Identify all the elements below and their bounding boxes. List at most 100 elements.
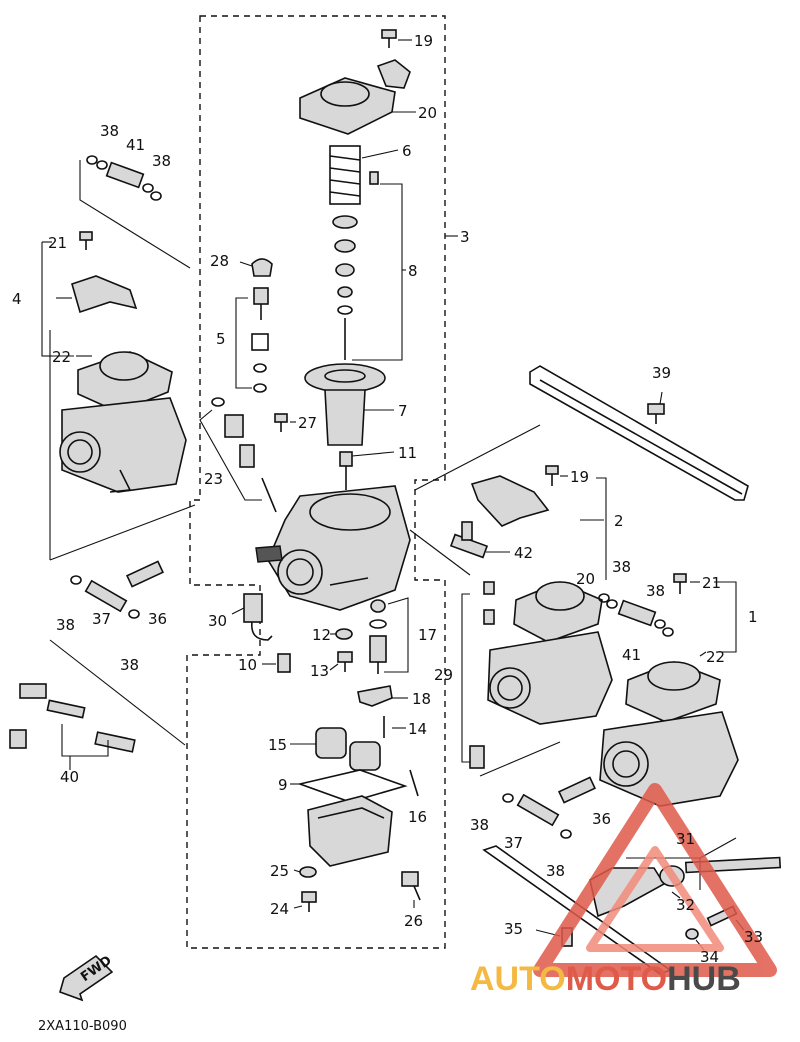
fitting-42 — [449, 521, 489, 559]
left-guide-line-2 — [49, 639, 186, 746]
gasket-9 — [297, 769, 408, 803]
callout-13: 13 — [310, 662, 329, 680]
callout-10: 10 — [238, 656, 257, 674]
callout-37-left: 37 — [92, 610, 111, 628]
carburetor-left — [41, 155, 191, 493]
right-guide-line-2 — [479, 741, 561, 777]
callout-6: 6 — [402, 142, 412, 160]
callout-38-left-b: 38 — [152, 152, 171, 170]
tubes-left — [70, 560, 165, 619]
callout-38-right-a: 38 — [612, 558, 631, 576]
float-15 — [315, 727, 381, 771]
callout-17: 17 — [418, 626, 437, 644]
throttle-shaft-40 — [9, 683, 136, 770]
bracket-line-29 — [461, 593, 476, 763]
callout-42: 42 — [514, 544, 533, 562]
callout-15: 15 — [268, 736, 287, 754]
callout-20-right: 20 — [576, 570, 595, 588]
watermark-moto: MOTO — [566, 960, 667, 998]
callout-30: 30 — [208, 612, 227, 630]
watermark-auto: AUTO — [470, 960, 566, 998]
right-guide-line — [414, 424, 541, 491]
callout-16: 16 — [408, 808, 427, 826]
washer-12 — [335, 628, 353, 640]
callout-20-top: 20 — [418, 104, 437, 122]
starter-plunger-23 — [199, 397, 277, 513]
watermark-logo — [533, 783, 777, 977]
callout-22-right: 22 — [706, 648, 725, 666]
callout-38-left-a: 38 — [100, 122, 119, 140]
screw-19-top — [381, 29, 397, 48]
callout-28: 28 — [210, 252, 229, 270]
watermark-hub: HUB — [667, 960, 741, 998]
pilot-screw-5 — [235, 287, 269, 393]
screw-19-right — [545, 465, 559, 486]
callout-29: 29 — [434, 666, 453, 684]
callout-3: 3 — [460, 228, 470, 246]
tubes-right — [502, 776, 597, 839]
jet-11 — [339, 451, 353, 490]
callout-38-right-c: 38 — [470, 816, 489, 834]
top-bracket — [376, 59, 411, 89]
callout-25: 25 — [270, 862, 289, 880]
callout-19-top: 19 — [414, 32, 433, 50]
callout-41-left: 41 — [126, 136, 145, 154]
callout-35: 35 — [504, 920, 523, 938]
spring-10 — [277, 653, 291, 673]
piston-diaphragm-7 — [304, 363, 386, 446]
callout-7: 7 — [398, 402, 408, 420]
callout-38-right-b: 38 — [646, 582, 665, 600]
callout-21-right: 21 — [702, 574, 721, 592]
callout-14: 14 — [408, 720, 427, 738]
carburetor-right-1 — [487, 581, 613, 725]
mounting-bar-39 — [529, 365, 749, 501]
drain-screw-26 — [401, 871, 421, 901]
pin-16 — [409, 769, 419, 797]
callout-36-left: 36 — [148, 610, 167, 628]
callout-11: 11 — [398, 444, 417, 462]
callout-24: 24 — [270, 900, 289, 918]
callout-27: 27 — [298, 414, 317, 432]
callout-12: 12 — [312, 626, 331, 644]
callout-37-right: 37 — [504, 834, 523, 852]
callout-21-left: 21 — [48, 234, 67, 252]
callout-36-right: 36 — [592, 810, 611, 828]
watermark-text: AUTOMOTOHUB — [470, 960, 741, 998]
callout-labels: 19 20 6 3 8 7 11 28 5 27 23 30 10 12 13 … — [12, 32, 763, 966]
callout-22-left: 22 — [52, 348, 71, 366]
callout-32: 32 — [676, 896, 695, 914]
diagram-code: 2XA110-B090 — [38, 1019, 127, 1034]
cap-28 — [251, 258, 273, 277]
callout-18: 18 — [412, 690, 431, 708]
float-valve-17 — [369, 597, 409, 674]
washer-25 — [299, 866, 317, 878]
callout-2: 2 — [614, 512, 624, 530]
callout-34: 34 — [700, 948, 719, 966]
sensor-30 — [243, 593, 273, 641]
callout-8: 8 — [408, 262, 418, 280]
right-guide-line-3 — [409, 529, 471, 576]
callout-31: 31 — [676, 830, 695, 848]
callout-33: 33 — [744, 928, 763, 946]
carburetor-right-2 — [599, 661, 739, 807]
callout-39: 39 — [652, 364, 671, 382]
shaft-41-right — [598, 573, 687, 637]
callout-5: 5 — [216, 330, 226, 348]
bracket-line-19 — [596, 477, 607, 580]
callout-9: 9 — [278, 776, 288, 794]
screw-13 — [337, 651, 353, 672]
callout-38-right-d: 38 — [546, 862, 565, 880]
screw-24 — [301, 891, 317, 912]
left-guide-line — [49, 504, 196, 561]
forward-arrow-icon: FWD — [59, 953, 115, 1002]
bracket-2 — [470, 475, 550, 527]
float-pin-18 — [357, 685, 393, 707]
callout-38-left-d: 38 — [120, 656, 139, 674]
needle-set-8 — [332, 171, 403, 361]
callout-4: 4 — [12, 290, 22, 308]
bracket-line-1 — [714, 581, 737, 653]
spring-6 — [329, 145, 361, 205]
callout-38-left-c: 38 — [56, 616, 75, 634]
parts-29 — [469, 581, 495, 769]
